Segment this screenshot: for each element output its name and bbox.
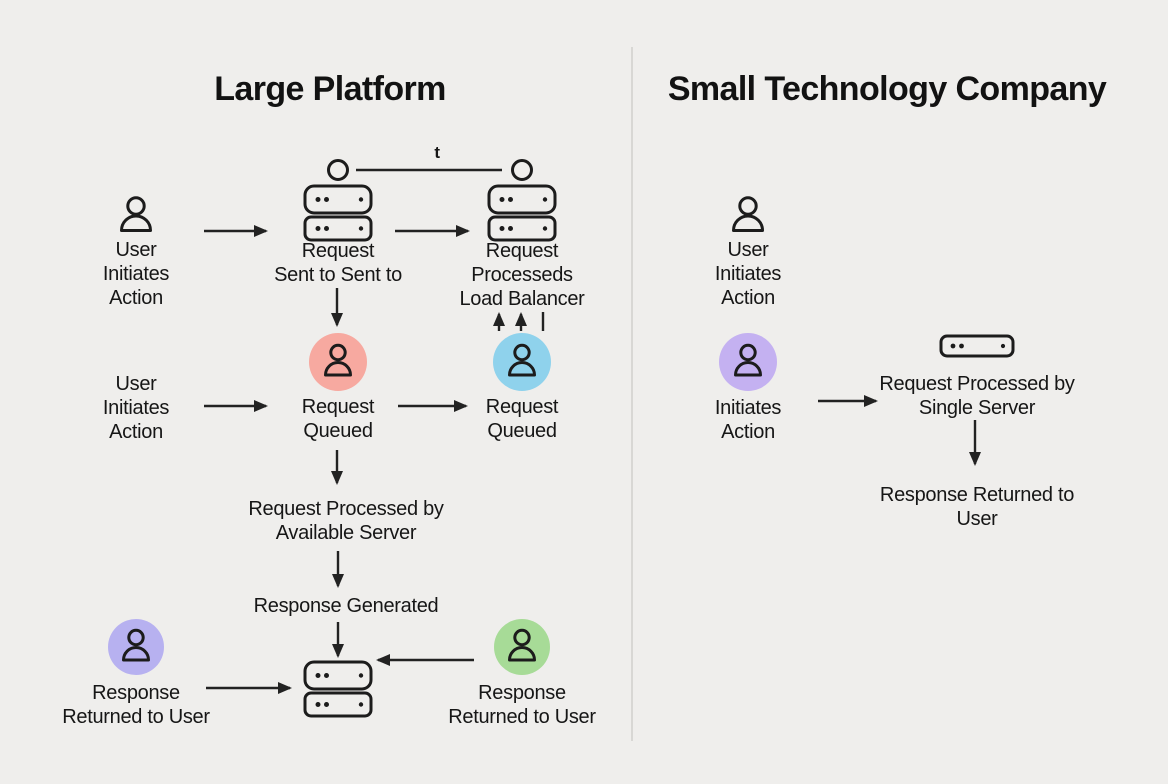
request-queued-red-node [309, 333, 367, 391]
load-balancer-server-stack-icon [489, 161, 555, 241]
label-user-initiates-action-top: User Initiates Action [102, 239, 170, 309]
response-green-node [494, 619, 550, 675]
label-response-returned-single: Response Returned to User [879, 484, 1075, 530]
label-request-sent: Request Sent to Sent to [274, 240, 402, 286]
response-purple-node [108, 619, 164, 675]
label-timing-t: t [434, 143, 440, 162]
label-load-balancer: Request Processeds Load Balancer [459, 240, 585, 310]
initiates-purple-node [719, 333, 777, 391]
label-request-queued-blue: Request Queued [485, 396, 559, 442]
server-icon [939, 334, 1015, 358]
server-stack-icon [305, 161, 371, 241]
user-icon [732, 196, 764, 232]
label-request-queued-red: Request Queued [301, 396, 375, 442]
right-section-title: Small Technology Company [667, 70, 1107, 108]
label-response-generated: Response Generated [253, 595, 439, 617]
label-user-initiates-action-right: User Initiates Action [714, 239, 782, 309]
left-section-title: Large Platform [214, 70, 446, 108]
user-icon [120, 196, 152, 232]
label-processed-single: Request Processed by Single Server [879, 373, 1075, 419]
label-initiates-action: Initiates Action [714, 397, 782, 443]
label-user-initiates-action-mid: User Initiates Action [102, 373, 170, 443]
label-response-returned-right: Response Returned to User [448, 682, 596, 728]
label-processed-available: Request Processed by Available Server [248, 498, 444, 544]
response-server-stack-icon [303, 660, 373, 718]
request-queued-blue-node [493, 333, 551, 391]
label-response-returned-left: Response Returned to User [62, 682, 210, 728]
